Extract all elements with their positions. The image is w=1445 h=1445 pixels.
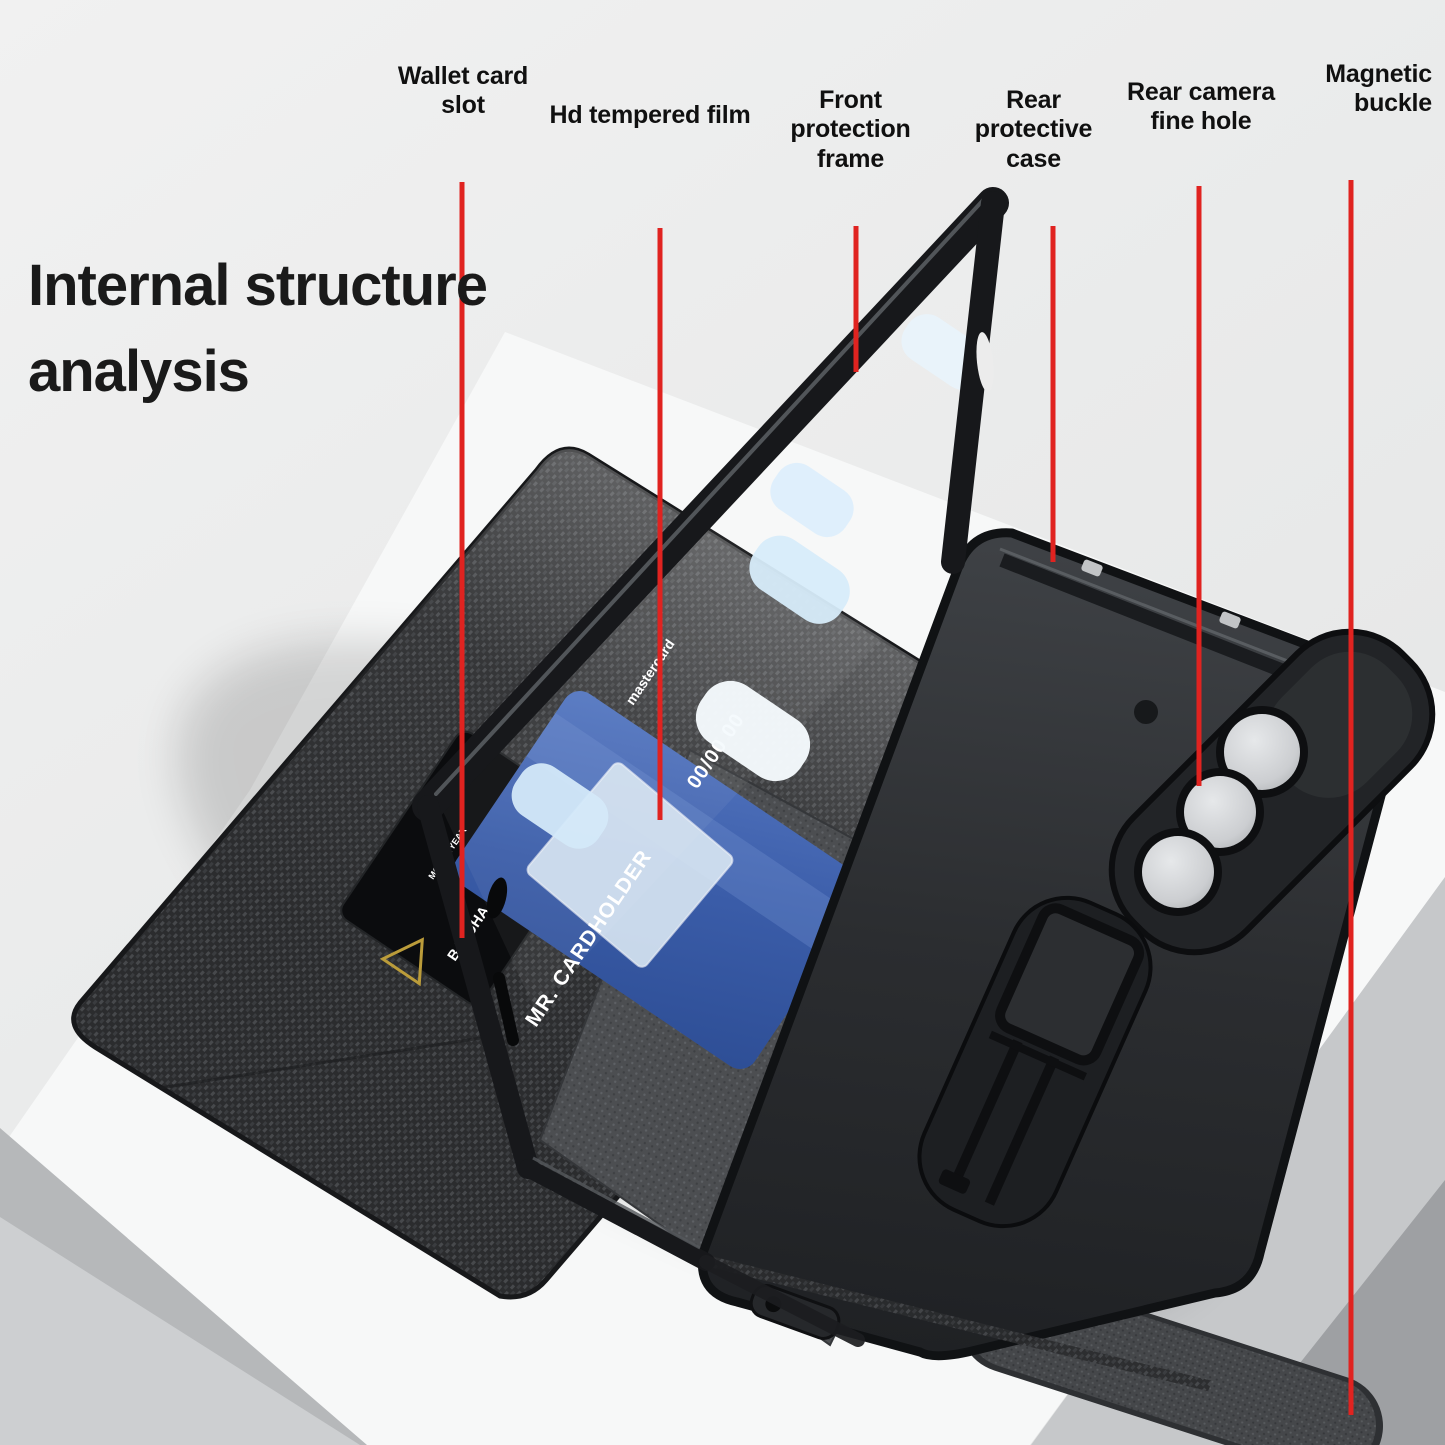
card-slot-seam bbox=[159, 1033, 501, 1090]
frame-right-rail-slot bbox=[976, 332, 994, 392]
flash-fine-hole bbox=[1134, 700, 1158, 724]
annotation-rear-protective-case: Rear protective case bbox=[974, 86, 1093, 173]
annotation-wallet-card-slot: Wallet card slot bbox=[397, 62, 529, 120]
frame-left-rail bbox=[417, 795, 539, 1179]
frame-left-rail-slot bbox=[493, 972, 519, 1046]
camera-hole-3 bbox=[1134, 828, 1222, 916]
frame-glass-sheen bbox=[440, 212, 990, 1010]
frame-bottom-rail bbox=[519, 1159, 715, 1271]
frame-top-rail bbox=[412, 187, 1009, 822]
film-tab-2 bbox=[770, 462, 854, 538]
slab-floor-band bbox=[0, 1217, 360, 1445]
frame-left-rail-hole bbox=[486, 877, 508, 919]
film-tab-4 bbox=[695, 680, 811, 782]
annotation-hd-tempered-film: Hd tempered film bbox=[549, 101, 751, 129]
frame-bottom-rail-highlight bbox=[532, 1156, 701, 1250]
page-title-line2: analysis bbox=[28, 338, 250, 404]
frame-top-rail-highlight bbox=[434, 195, 988, 796]
page-title-line1: Internal structure bbox=[28, 253, 488, 318]
frame-right-rail bbox=[941, 191, 1005, 574]
page-title: Internal structure analysis bbox=[28, 243, 648, 415]
front-protection-frame bbox=[412, 187, 1009, 1347]
film-tab-3 bbox=[749, 535, 850, 624]
film-tab-5 bbox=[511, 763, 609, 849]
annotation-magnetic-buckle: Magnetic buckle bbox=[1325, 60, 1432, 118]
frame-bottom-rail-2 bbox=[699, 1255, 865, 1347]
tempered-film bbox=[511, 314, 989, 968]
annotation-rear-camera-fine-hole: Rear camera fine hole bbox=[1127, 78, 1275, 136]
hinge-pin-2 bbox=[1219, 611, 1241, 629]
card-gold-triangle bbox=[379, 937, 424, 987]
case-edge-carbon-skirt bbox=[710, 1256, 1212, 1392]
annotation-front-protection-frame: Front protection frame bbox=[790, 86, 911, 173]
pointer-lines bbox=[459, 180, 1354, 1415]
kickstand-recess bbox=[917, 895, 1153, 1229]
hinge-pin-1 bbox=[1081, 559, 1103, 577]
